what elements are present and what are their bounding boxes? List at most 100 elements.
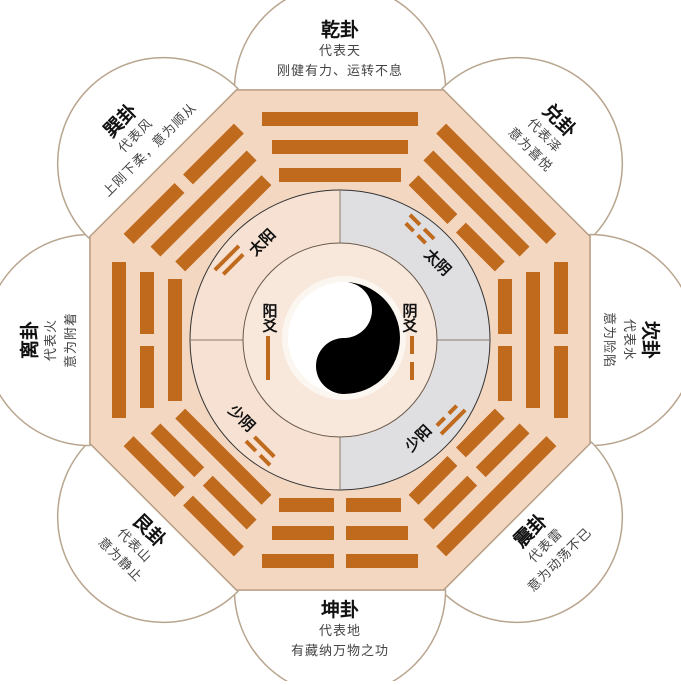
yang-line [175,408,272,505]
trigram-description: 代表水 [621,318,636,362]
yin-line-right [416,233,427,245]
yin-line-left [404,221,415,233]
trigram-qian-bars [262,112,418,182]
trigram-kan-bars [498,262,568,418]
yin-line-right [455,222,505,272]
yin-line-left [408,175,458,225]
yin-line-right [183,123,244,185]
petal-shape [589,233,681,447]
yin-line-right [554,346,568,418]
petal-shape [56,56,239,239]
yin-line-left [346,554,418,568]
petal-shape [56,441,239,624]
two-form-label: 阴爻 [400,303,419,333]
petal-xun [56,56,239,239]
yin-line-right [262,554,334,568]
petal-shape [233,589,447,685]
taiji-dot-black [336,358,352,374]
yang-line [150,150,257,257]
four-image-太阴-bars [404,213,436,245]
yin-line-left [554,262,568,334]
yin-line-right [244,439,258,453]
trigram-description: 意为附着 [64,311,79,369]
yin-line-right [140,272,154,334]
yin-line-left [202,475,257,530]
yang-line [279,168,401,182]
taiji-icon [282,276,406,400]
yin-yao-bar-top [410,336,414,354]
petal-kan [589,233,681,447]
four-image-太阳-bars [213,244,245,276]
yang-line [262,112,418,126]
yang-line [436,123,557,244]
petal-shape [441,56,624,239]
yang-line [213,244,241,272]
trigram-title: 离卦 [19,320,41,360]
yang-line [221,253,245,276]
yang-line [272,140,408,154]
yang-line [439,408,467,436]
trigram-li-bars [112,262,182,418]
yang-line [175,175,272,272]
trigram-title: 坎卦 [639,320,661,360]
yin-line-left [455,408,505,458]
four-image-少阳-bars [435,404,467,436]
trigram-description: 意为险陷 [601,311,616,369]
yin-line-left [498,279,512,334]
trigram-label-li: 离卦代表火意为附着 [18,312,82,368]
yang-line [436,436,557,557]
yin-line-right [422,227,436,241]
trigram-description: 代表地 [318,624,362,639]
yin-yao-bar-bottom [410,362,414,380]
yin-line-left [183,495,244,557]
trigram-description: 刚健有力、运转不息 [276,64,404,79]
petal-kun [233,589,447,685]
petal-gen [56,441,239,624]
trigram-xun-bars [123,123,272,272]
petal-shape [0,233,91,447]
yin-line-left [475,423,530,478]
yin-line-right [435,416,447,427]
two-form-label: 阳爻 [260,303,279,333]
petal-zhen [441,441,624,624]
four-image-少阴-bars [244,435,276,467]
yin-line-left [123,183,185,244]
petal-shape [441,441,624,624]
yin-line-left [258,453,272,467]
trigram-label-qian: 乾卦代表天刚健有力、运转不息 [277,18,403,82]
yang-line [526,272,540,408]
yin-line-right [279,498,334,512]
yin-line-right [408,455,458,505]
yin-line-left [408,213,422,227]
petal-shape [233,0,447,91]
trigram-gen-bars [123,408,272,557]
yin-line-left [346,498,401,512]
petal-li [0,233,91,447]
yang-line [253,435,276,459]
yang-line [423,150,530,257]
trigram-label-kan: 坎卦代表水意为险陷 [598,312,662,368]
yin-line-right [272,526,334,540]
yin-line-right [423,475,478,530]
yin-line-left [447,404,459,415]
yin-line-right [123,436,185,497]
yin-line-left [140,346,154,408]
trigram-title: 乾卦 [320,19,360,41]
yang-line [168,279,182,401]
yin-line-left [346,526,408,540]
yin-line-right [150,423,205,478]
taiji-dot-white [336,302,352,318]
trigram-zhen-bars [408,408,557,557]
trigram-description: 代表天 [318,44,362,59]
petal-dui [441,56,624,239]
trigram-kun-bars [262,498,418,568]
yin-line-right [498,346,512,401]
yang-line [112,262,126,418]
trigram-label-kun: 坤卦代表地有藏纳万物之功 [291,598,389,662]
petal-qian [233,0,447,91]
trigram-title: 坤卦 [320,599,360,621]
yang-yao-bar [266,336,270,380]
trigram-description: 有藏纳万物之功 [290,644,390,659]
